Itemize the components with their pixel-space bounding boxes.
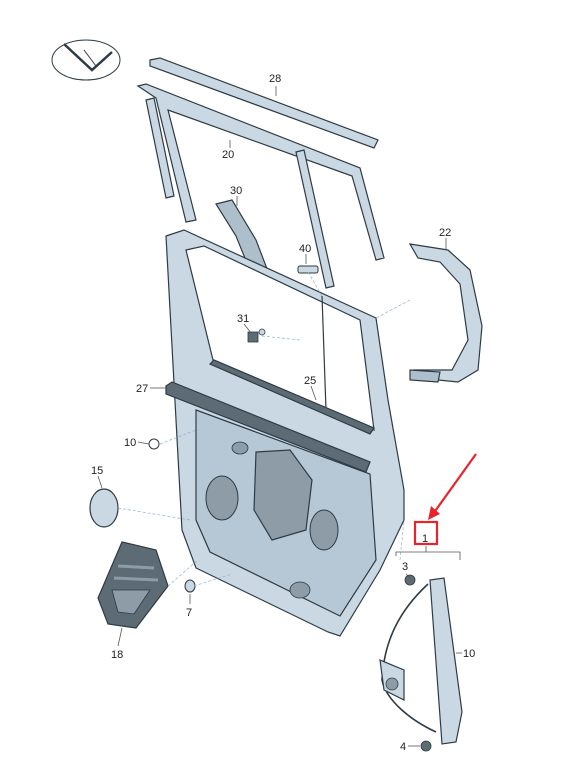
callout-31: 31: [237, 313, 249, 325]
callout-25: 25: [304, 375, 316, 387]
highlight-box[interactable]: [413, 520, 439, 546]
callout-28: 28: [269, 73, 281, 85]
assembly-dashed-lines: [117, 271, 411, 587]
callout-27: 27: [136, 383, 148, 395]
grommet-10: [148, 438, 160, 450]
callout-10-right: 10: [463, 648, 475, 660]
callout-10-left: 10: [124, 437, 136, 449]
rear-trim-frame: [408, 243, 483, 383]
window-regulator: [379, 574, 463, 752]
callout-7: 7: [186, 607, 192, 619]
callout-15: 15: [91, 465, 103, 477]
speaker-cover-18: [97, 541, 169, 629]
waist-strip: [165, 381, 371, 473]
callout-1: 1: [422, 533, 428, 545]
callout-20: 20: [222, 149, 234, 161]
screw-31: [247, 328, 266, 343]
red-arrow-icon: [428, 453, 477, 520]
cover-disc-15: [89, 488, 119, 528]
plug-7: [184, 579, 196, 593]
callout-3: 3: [402, 561, 408, 573]
callout-40: 40: [299, 243, 311, 255]
callout-22: 22: [439, 227, 451, 239]
outer-seal-strip: [149, 57, 379, 149]
leader-lines: [97, 86, 462, 747]
callout-4: 4: [400, 741, 406, 753]
callout-30: 30: [230, 185, 242, 197]
window-frame: [136, 83, 385, 289]
callout-18: 18: [111, 649, 123, 661]
inner-window-strip: [208, 359, 375, 435]
clip-40: [297, 265, 319, 274]
view-direction-icon: [51, 39, 121, 81]
